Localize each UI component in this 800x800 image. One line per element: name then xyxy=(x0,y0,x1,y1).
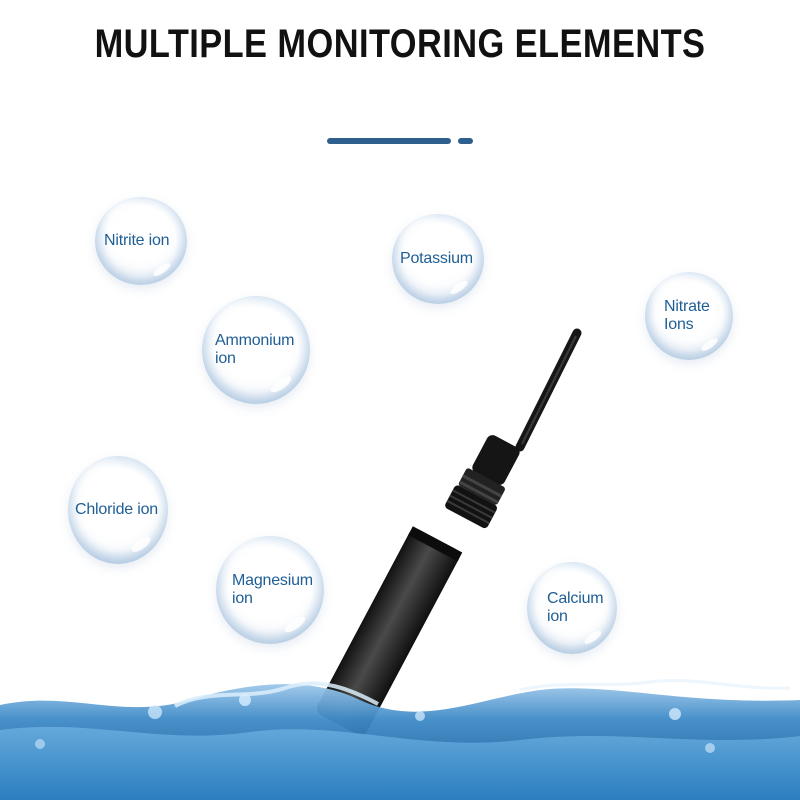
water-wave-icon xyxy=(0,679,800,800)
probe-body xyxy=(317,526,463,736)
bubble-label-magnesium: Magnesium ion xyxy=(232,572,313,607)
bubble-label-nitrate: Nitrate Ions xyxy=(664,298,710,333)
bubble-label-nitrite: Nitrite ion xyxy=(104,232,170,249)
bubble-calcium: Calcium ion xyxy=(527,562,617,654)
bubble-ammonium: Ammonium ion xyxy=(202,296,310,404)
bubble-nitrite: Nitrite ion xyxy=(95,197,187,285)
title-divider-long xyxy=(327,138,451,144)
page-title: MULTIPLE MONITORING ELEMENTS xyxy=(94,22,706,66)
bubble-label-ammonium: Ammonium ion xyxy=(215,332,295,367)
bubble-label-chloride: Chloride ion xyxy=(75,501,158,518)
bubble-label-calcium: Calcium ion xyxy=(547,590,604,625)
probe-connector xyxy=(445,435,520,529)
title-divider-short xyxy=(458,138,473,144)
probe-cable xyxy=(515,328,582,452)
bubble-potassium: Potassium xyxy=(392,214,484,304)
bubble-chloride: Chloride ion xyxy=(68,456,168,564)
bubble-label-potassium: Potassium xyxy=(400,250,473,267)
bubble-nitrate: Nitrate Ions xyxy=(645,272,733,360)
bubble-magnesium: Magnesium ion xyxy=(216,536,324,644)
